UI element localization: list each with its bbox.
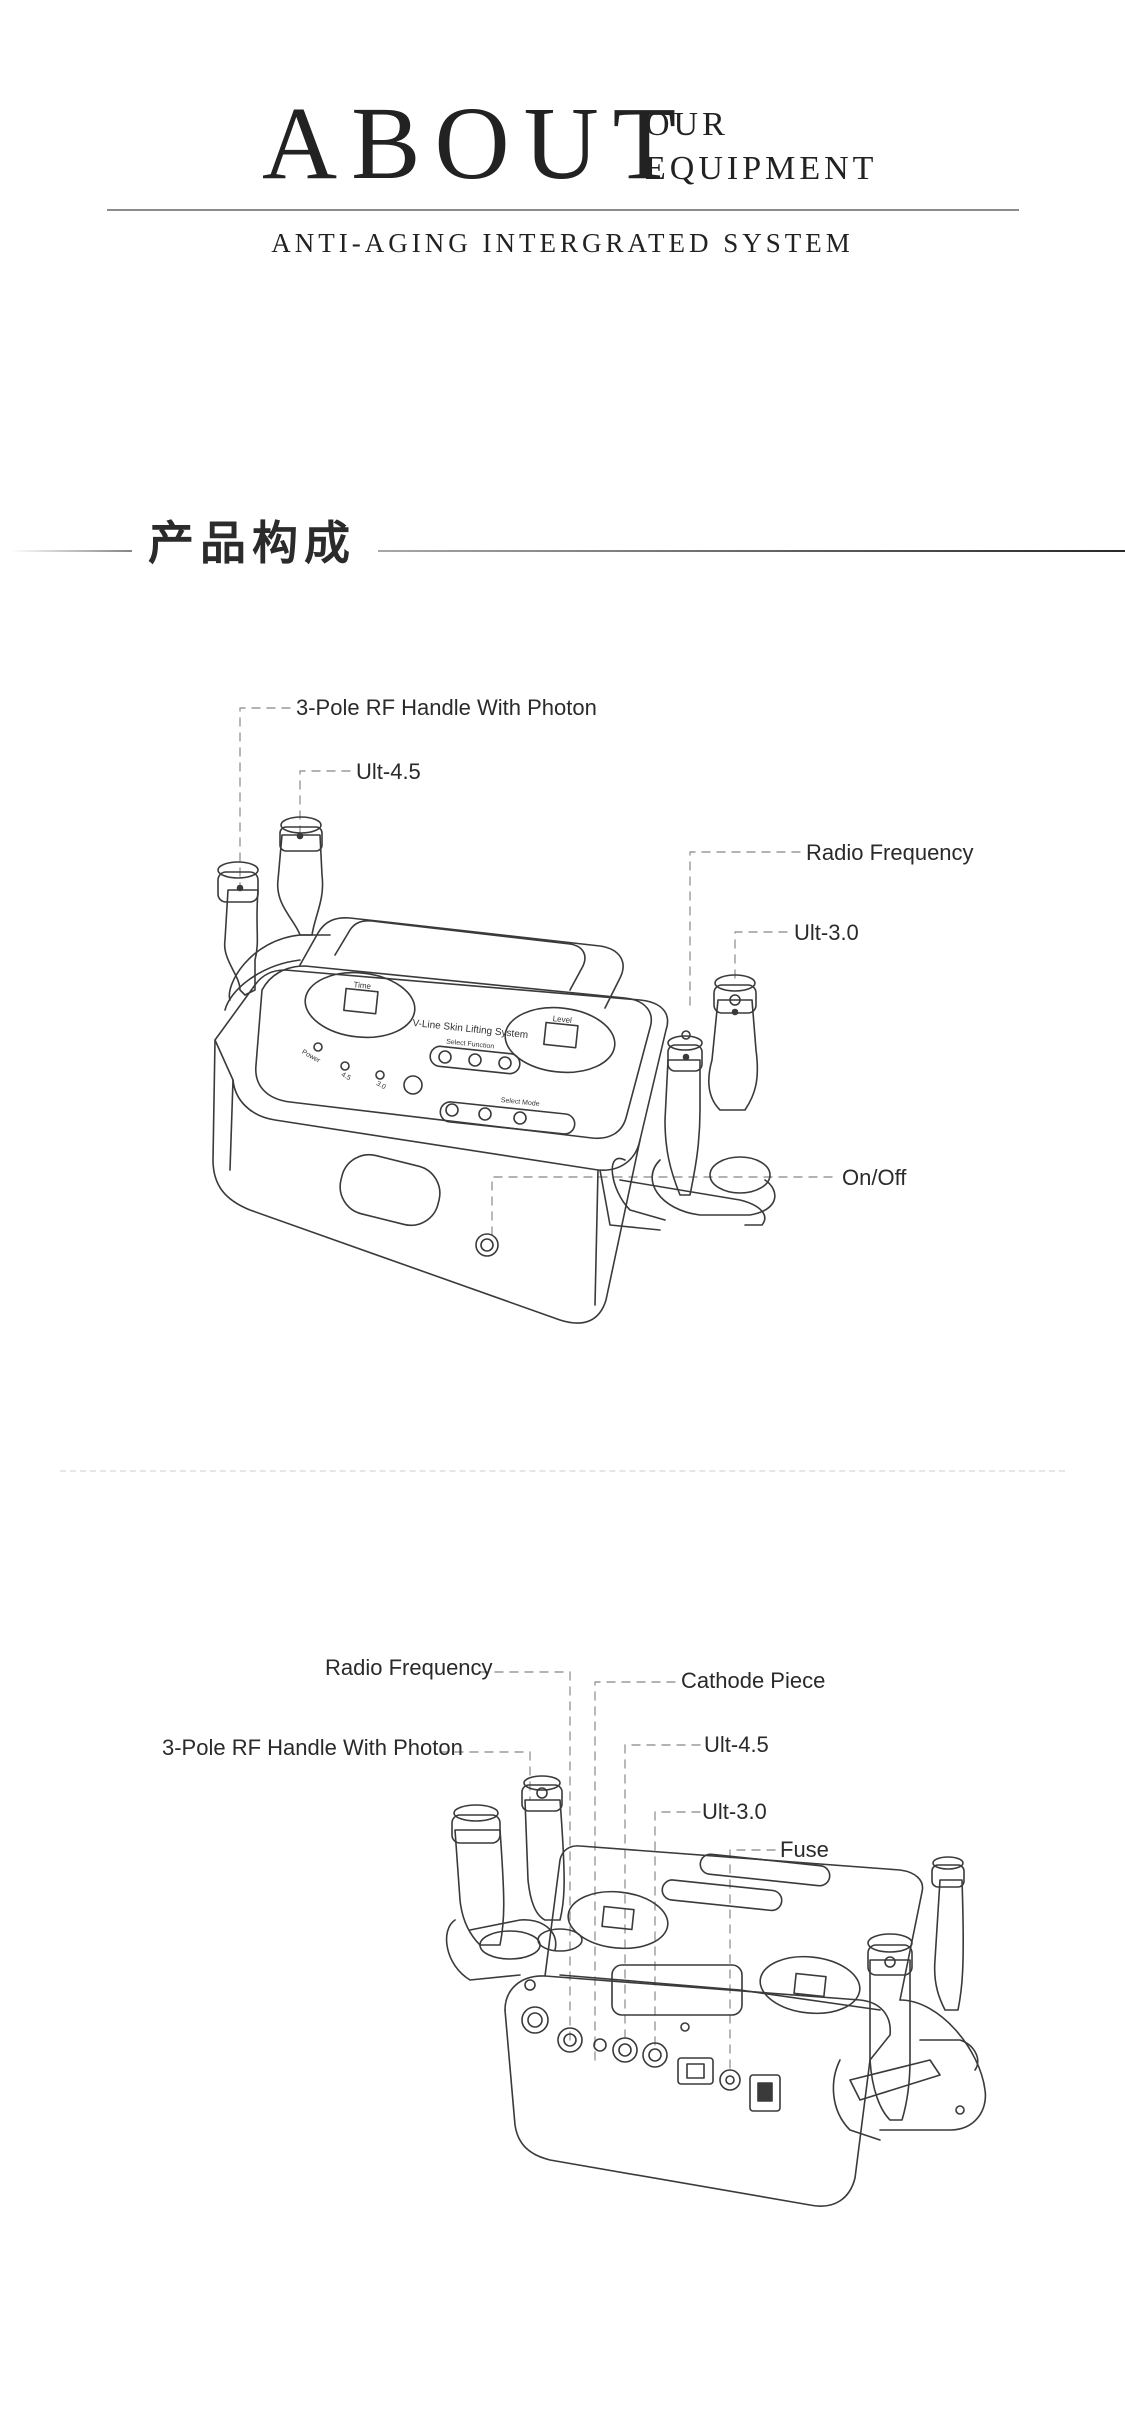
front-device-body <box>212 917 669 1324</box>
header-our: OUR <box>645 106 729 143</box>
front-device-illustration: V-Line Skin Lifting SystemTimeLevelSelec… <box>212 707 833 1324</box>
label-rf-handle-rear: 3-Pole RF Handle With Photon <box>162 1735 463 1760</box>
label-ult30-front: Ult-3.0 <box>794 920 859 945</box>
header-subtitle: ANTI-AGING INTERGRATED SYSTEM <box>271 228 854 258</box>
label-ult45-front: Ult-4.5 <box>356 759 421 784</box>
panel-select-mode-text: Select Mode <box>500 1097 540 1108</box>
label-ult30-rear: Ult-3.0 <box>702 1799 767 1824</box>
label-radio-frequency-front: Radio Frequency <box>806 840 974 865</box>
rear-left-handles <box>445 1775 583 1981</box>
section-line-left <box>10 550 132 552</box>
section-divider <box>60 1470 1065 1472</box>
front-right-handles <box>599 974 776 1231</box>
panel-right-display-text: Level <box>552 1014 572 1025</box>
front-left-handles <box>217 816 331 1011</box>
section-title: 产品构成 <box>148 516 356 570</box>
label-radio-frequency-rear: Radio Frequency <box>325 1655 493 1680</box>
rear-device-body <box>504 1845 924 2207</box>
section-line-right <box>378 550 1125 552</box>
label-ult45-rear: Ult-4.5 <box>704 1732 769 1757</box>
rear-leader-lines <box>439 1671 776 2071</box>
label-fuse-rear: Fuse <box>780 1837 829 1862</box>
panel-v2-text: 3.0 <box>375 1080 387 1091</box>
panel-left-display-text: Time <box>353 980 372 991</box>
header-about: ABOUT <box>262 86 691 201</box>
rear-right-handles <box>832 1856 987 2141</box>
front-leader-lines <box>239 707 833 1241</box>
label-cathode-rear: Cathode Piece <box>681 1668 826 1693</box>
label-on-off-front: On/Off <box>842 1165 907 1190</box>
label-rf-handle-front: 3-Pole RF Handle With Photon <box>296 695 597 720</box>
header-equipment: EQUIPMENT <box>645 150 878 187</box>
header-rule <box>107 209 1019 211</box>
panel-v1-text: 4.5 <box>340 1071 352 1082</box>
